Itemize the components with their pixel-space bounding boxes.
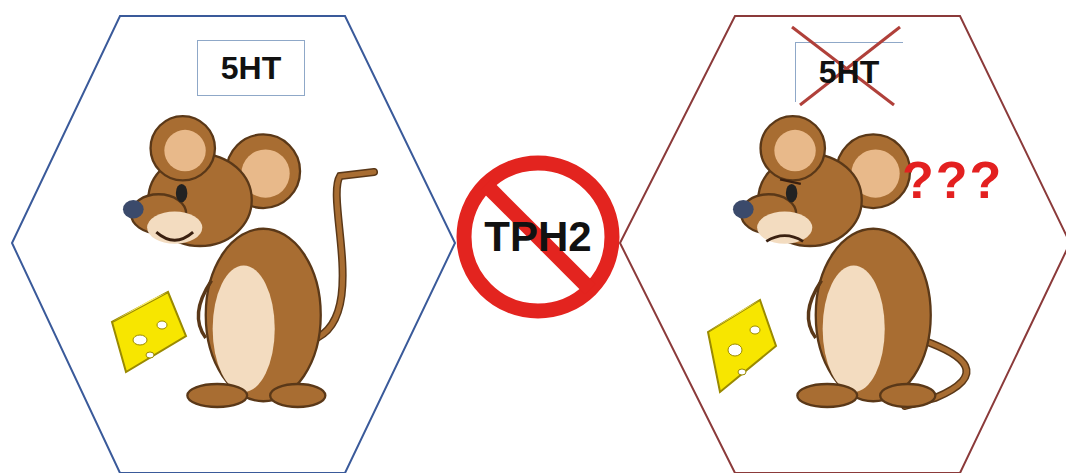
label-box: 5HT xyxy=(197,40,305,96)
no-sign: TPH2 xyxy=(456,155,620,319)
node-text: 5HT xyxy=(221,50,281,87)
crossed-label-box: 5HT xyxy=(795,42,903,102)
question-marks: ??? xyxy=(902,150,1003,210)
node-text: 5HT xyxy=(819,54,879,91)
node-text: TPH2 xyxy=(484,213,591,261)
